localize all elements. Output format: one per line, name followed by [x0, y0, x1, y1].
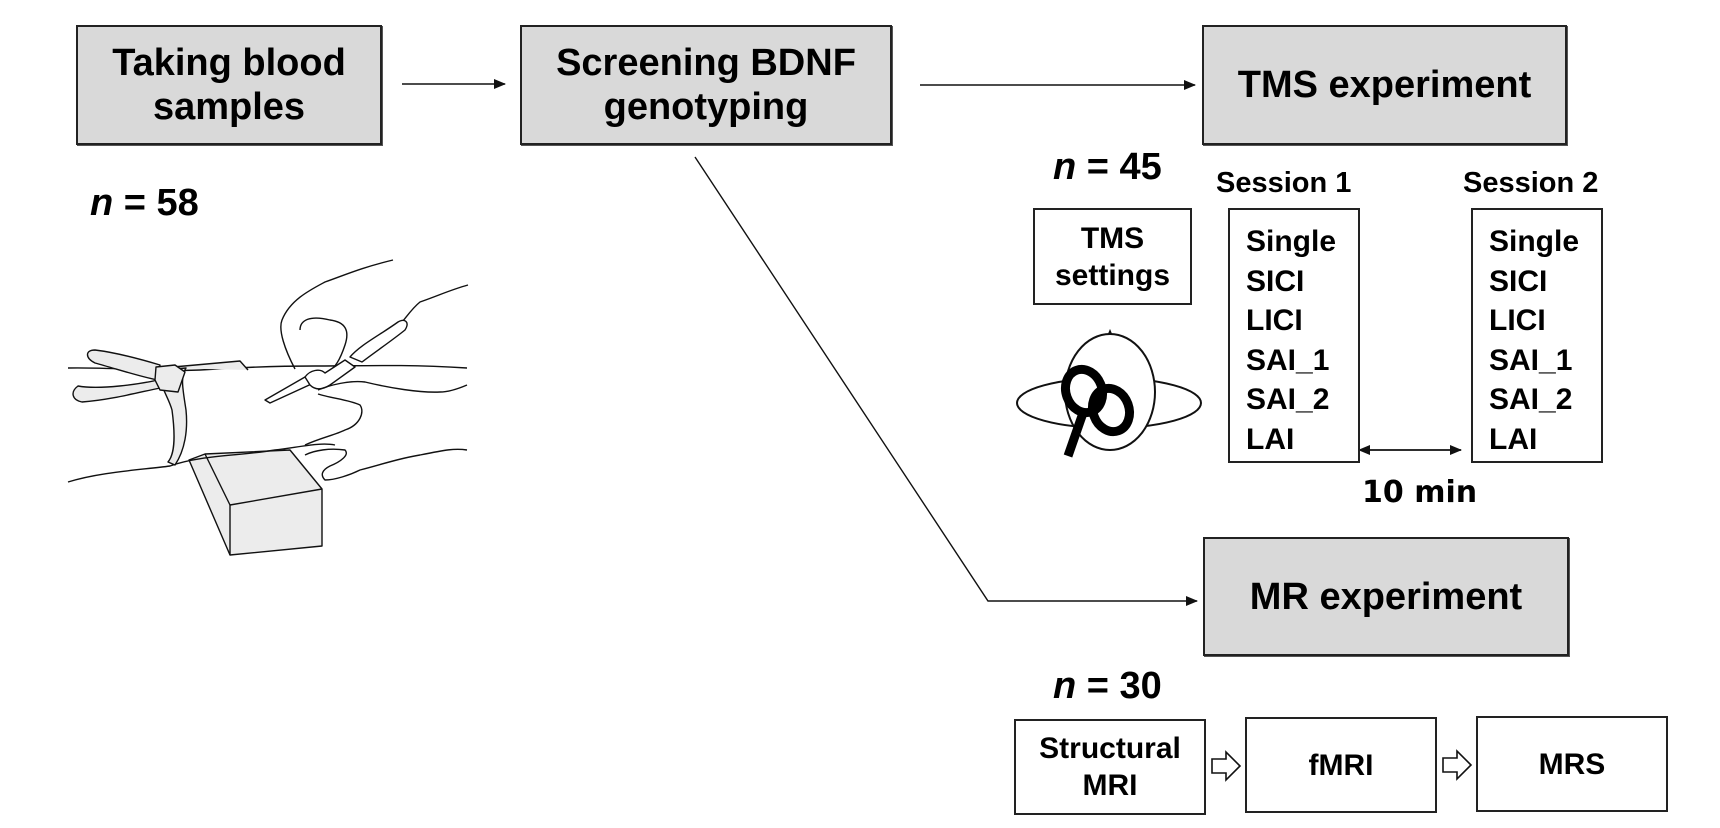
hollow-arrow-icon [1211, 750, 1242, 782]
session-item: Single [1246, 225, 1337, 258]
blood-sampling-line2: samples [152, 86, 306, 128]
session-item: Single [1489, 225, 1580, 258]
genotyping-line2: genotyping [603, 86, 809, 128]
tms-experiment-box: TMS experiment [1202, 25, 1567, 145]
arrow-genotyping-to-mr [694, 156, 1198, 606]
tms-experiment-title: TMS experiment [1237, 64, 1532, 106]
mrs-box: MRS [1476, 716, 1668, 812]
mr-experiment-title: MR experiment [1249, 575, 1523, 618]
fmri-box: fMRI [1245, 717, 1437, 813]
fmri-label: fMRI [1308, 748, 1374, 782]
session-item: LAI [1246, 422, 1295, 456]
count-value: = 58 [113, 182, 199, 224]
session-1-box: Single SICI LICI SAI_1 SAI_2 LAI [1228, 208, 1360, 463]
structural-mri-box: Structural MRI [1014, 719, 1206, 815]
tms-coil-head-icon [1016, 328, 1202, 458]
hollow-arrow-icon [1442, 749, 1473, 781]
count-value: = 45 [1076, 146, 1162, 188]
blood-draw-illustration [67, 259, 469, 556]
tms-settings-box: TMS settings [1033, 208, 1192, 305]
session-2-label: Session 2 [1463, 167, 1599, 199]
session-2-box: Single SICI LICI SAI_1 SAI_2 LAI [1471, 208, 1603, 463]
n-symbol: n [1053, 146, 1077, 188]
session-item: SAI_1 [1489, 343, 1573, 377]
mr-sample-count: n = 30 [1053, 666, 1162, 706]
mrs-label: MRS [1538, 747, 1606, 781]
blood-sample-count: n = 58 [90, 183, 199, 223]
structural-mri-line2: MRI [1082, 769, 1138, 802]
n-symbol: n [1053, 665, 1077, 707]
session-1-label: Session 1 [1216, 167, 1352, 199]
tms-sample-count: n = 45 [1053, 147, 1162, 187]
tms-settings-line1: TMS [1080, 221, 1145, 255]
genotyping-box: Screening BDNF genotyping [520, 25, 892, 145]
genotyping-line1: Screening BDNF [556, 42, 856, 84]
mr-experiment-box: MR experiment [1203, 537, 1569, 656]
n-symbol: n [90, 182, 114, 224]
session-item: SAI_2 [1489, 383, 1573, 416]
session-item: LICI [1489, 304, 1546, 337]
session-item: SAI_1 [1246, 343, 1330, 377]
session-item: LAI [1489, 422, 1538, 456]
structural-mri-line1: Structural [1039, 732, 1181, 765]
session-item: LICI [1246, 304, 1303, 337]
count-value: = 30 [1076, 665, 1162, 707]
session-item: SICI [1489, 264, 1548, 298]
blood-sampling-line1: Taking blood [112, 42, 346, 84]
session-item: SAI_2 [1246, 383, 1330, 416]
tms-settings-line2: settings [1054, 258, 1171, 292]
session-item: SICI [1246, 264, 1305, 298]
blood-sampling-box: Taking blood samples [76, 25, 382, 145]
session-interval-label: 10 min [1362, 475, 1478, 510]
